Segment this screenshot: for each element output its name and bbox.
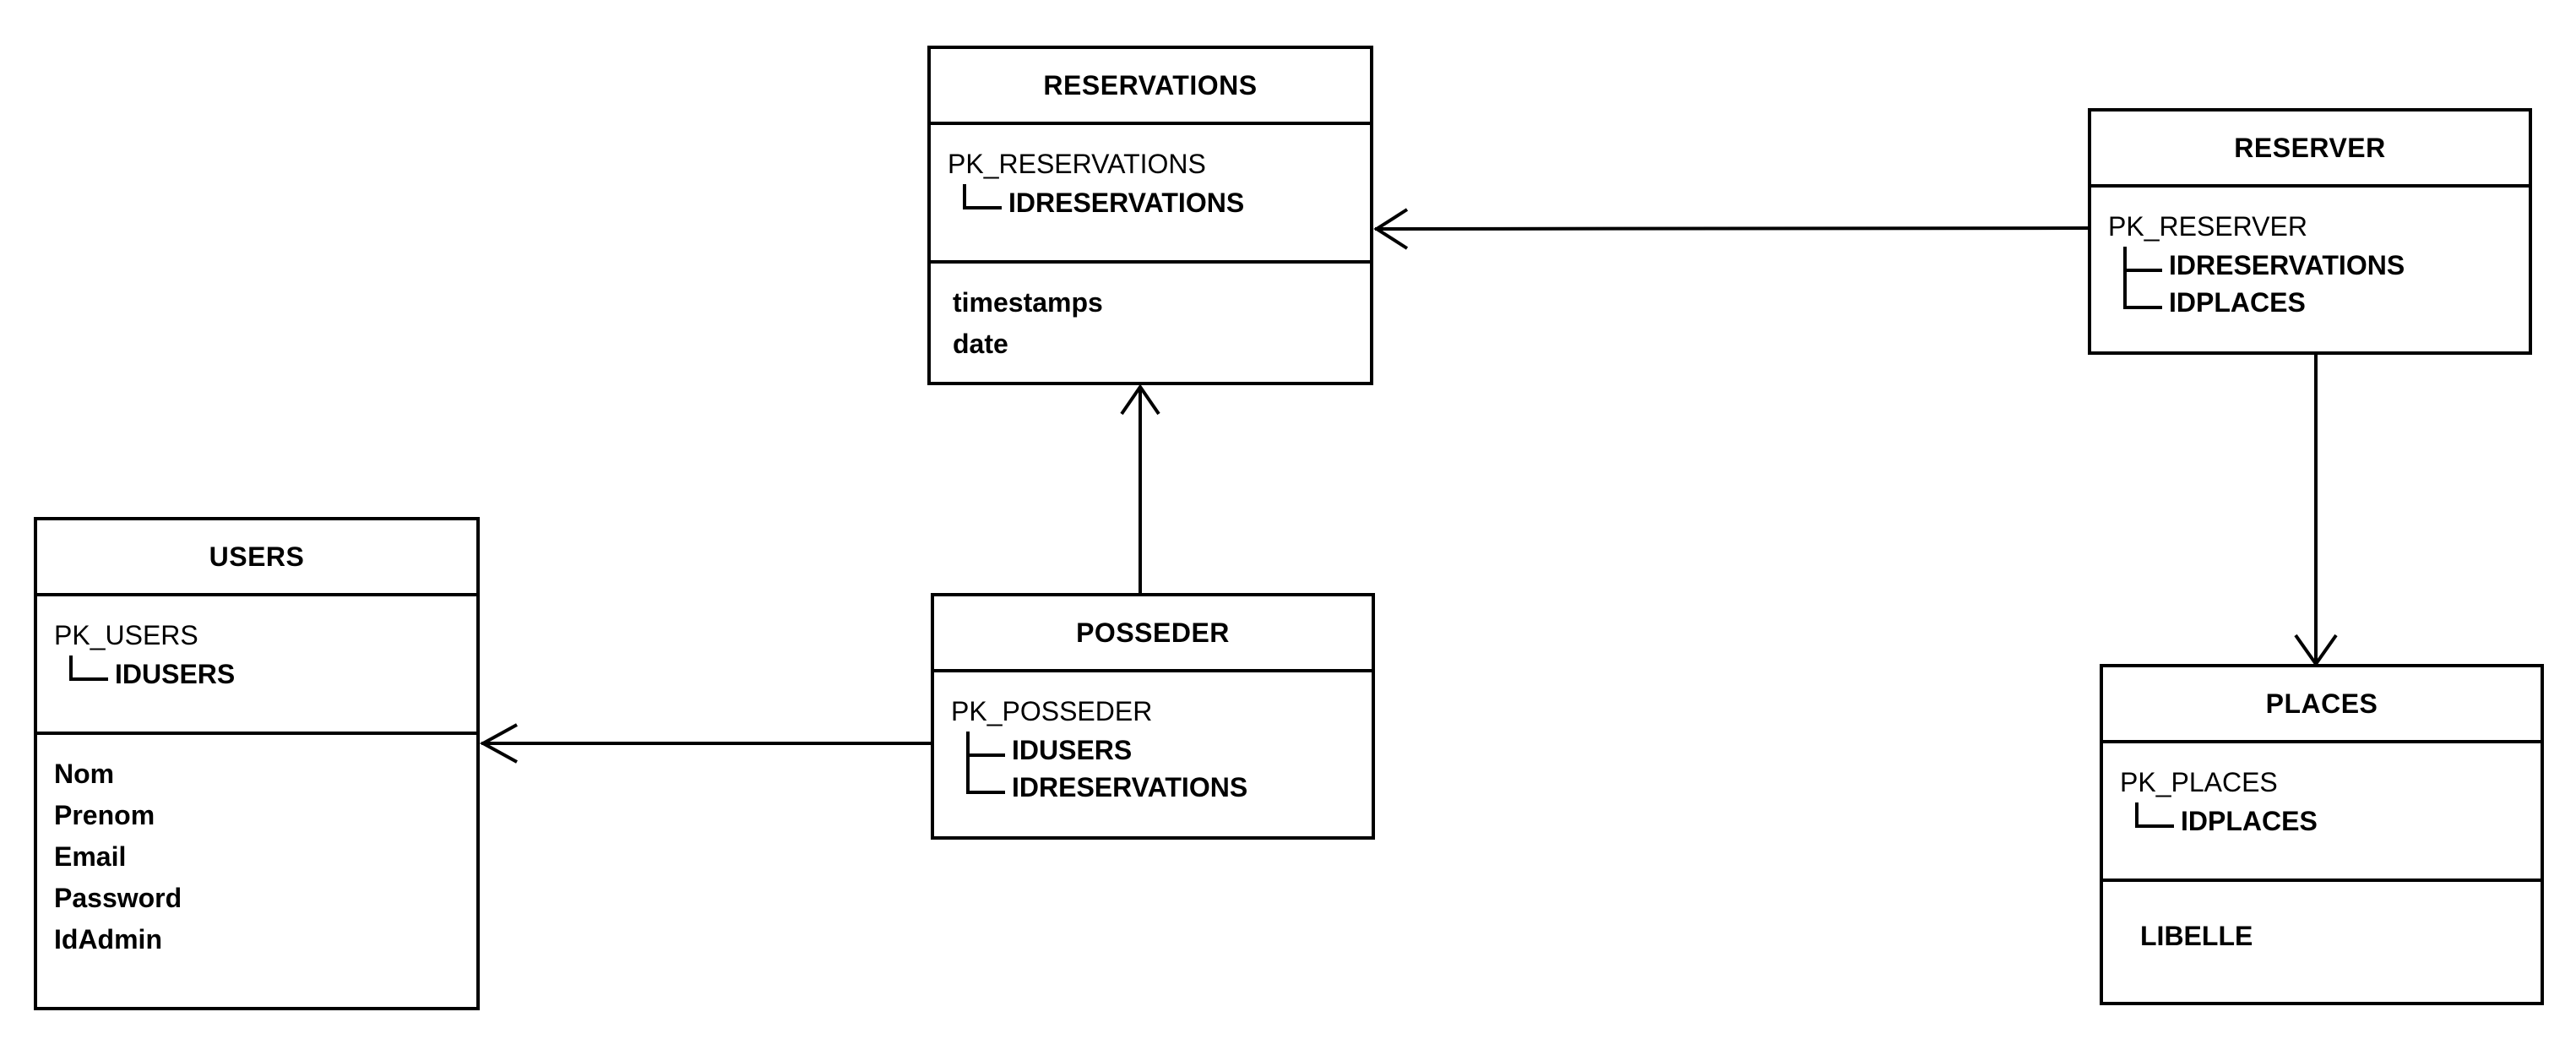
tree-branch-line	[2123, 306, 2162, 309]
attributes-section: Nom Prenom Email Password IdAdmin	[37, 735, 476, 960]
primary-key-columns: IDPLACES	[2120, 802, 2541, 840]
relationship-reserver-places[interactable]	[2294, 355, 2338, 667]
column-label: IDRESERVATIONS	[1012, 772, 1248, 802]
attributes-section: timestamps date	[931, 264, 1370, 365]
primary-key-columns: IDUSERS	[54, 655, 476, 693]
arrow-head	[1120, 384, 1160, 416]
attribute: IdAdmin	[54, 924, 162, 955]
primary-key-section: PK_PLACES IDPLACES	[2103, 743, 2541, 882]
primary-key-name: PK_RESERVATIONS	[948, 149, 1206, 179]
connector-line	[1374, 226, 2089, 231]
attribute: Nom	[54, 759, 115, 789]
attribute: timestamps	[953, 287, 1103, 318]
column-label: IDUSERS	[115, 659, 236, 689]
primary-key-column: IDUSERS	[951, 732, 1372, 769]
tree-branch-line	[966, 791, 1005, 794]
primary-key-column: IDPLACES	[2120, 802, 2541, 840]
relationship-posseder-reservations[interactable]	[1120, 384, 1160, 593]
entity-title: RESERVATIONS	[931, 49, 1370, 125]
tree-branch-line	[2123, 269, 2162, 272]
tree-branch-line	[69, 677, 108, 681]
primary-key-section: PK_RESERVATIONS IDRESERVATIONS	[931, 125, 1370, 264]
entity-places[interactable]: PLACES PK_PLACES IDPLACES LIBELLE	[2100, 664, 2544, 1005]
tree-connector-line	[963, 184, 966, 208]
entity-title: RESERVER	[2091, 112, 2529, 188]
primary-key-name: PK_USERS	[54, 620, 198, 650]
attribute: Password	[54, 883, 182, 913]
primary-key-name: PK_RESERVER	[2108, 211, 2307, 242]
primary-key-columns: IDUSERS IDRESERVATIONS	[951, 732, 1372, 806]
tree-connector-line	[2135, 802, 2139, 826]
primary-key-column: IDPLACES	[2108, 284, 2529, 321]
primary-key-columns: IDRESERVATIONS	[948, 184, 1370, 221]
entity-title: POSSEDER	[934, 596, 1372, 672]
primary-key-name: PK_POSSEDER	[951, 696, 1153, 726]
entity-title: USERS	[37, 520, 476, 596]
primary-key-section: PK_POSSEDER IDUSERS IDRESERVATIONS	[934, 672, 1372, 806]
primary-key-columns: IDRESERVATIONS IDPLACES	[2108, 247, 2529, 321]
primary-key-column: IDRESERVATIONS	[948, 184, 1370, 221]
attribute: LIBELLE	[2140, 921, 2253, 951]
entity-reservations[interactable]: RESERVATIONS PK_RESERVATIONS IDRESERVATI…	[927, 46, 1373, 385]
attribute: Email	[54, 841, 127, 872]
relationship-posseder-users[interactable]	[479, 723, 931, 764]
arrow-head	[1373, 208, 1409, 250]
entity-posseder[interactable]: POSSEDER PK_POSSEDER IDUSERS IDRESERVATI…	[931, 593, 1375, 840]
attribute: date	[953, 329, 1008, 359]
column-label: IDPLACES	[2169, 287, 2306, 318]
tree-branch-line	[966, 753, 1005, 757]
entity-users[interactable]: USERS PK_USERS IDUSERS Nom Prenom Email …	[34, 517, 480, 1010]
tree-connector-line	[2123, 247, 2127, 307]
primary-key-section: PK_USERS IDUSERS	[37, 596, 476, 735]
primary-key-column: IDRESERVATIONS	[951, 769, 1372, 806]
arrow-head	[479, 723, 518, 764]
attribute: Prenom	[54, 800, 155, 830]
tree-connector-line	[966, 732, 970, 792]
column-label: IDRESERVATIONS	[2169, 250, 2405, 280]
entity-title: PLACES	[2103, 667, 2541, 743]
tree-branch-line	[2135, 824, 2174, 828]
column-label: IDUSERS	[1012, 735, 1133, 765]
relationship-reserver-reservations[interactable]	[1373, 208, 2089, 250]
primary-key-column: IDRESERVATIONS	[2108, 247, 2529, 284]
entity-reserver[interactable]: RESERVER PK_RESERVER IDRESERVATIONS IDPL…	[2088, 108, 2532, 355]
column-label: IDRESERVATIONS	[1008, 188, 1245, 218]
arrow-head	[2294, 634, 2338, 667]
primary-key-name: PK_PLACES	[2120, 767, 2278, 797]
tree-branch-line	[963, 206, 1002, 209]
primary-key-column: IDUSERS	[54, 655, 476, 693]
attributes-section: LIBELLE	[2103, 882, 2541, 957]
tree-connector-line	[69, 655, 73, 679]
column-label: IDPLACES	[2181, 806, 2318, 836]
primary-key-section: PK_RESERVER IDRESERVATIONS IDPLACES	[2091, 188, 2529, 321]
